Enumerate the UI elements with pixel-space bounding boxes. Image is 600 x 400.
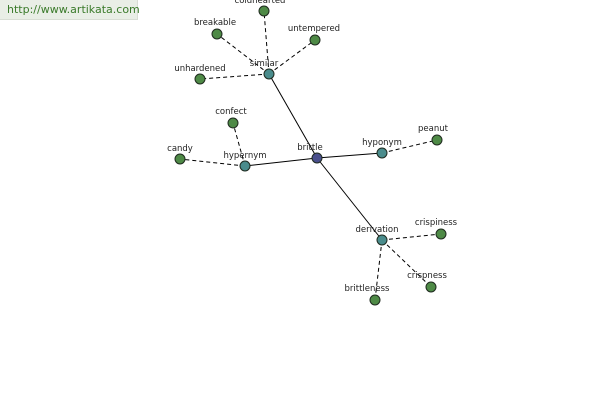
- node-brittle[interactable]: [311, 152, 323, 164]
- node-hypernym[interactable]: [239, 160, 251, 172]
- edge-hyponym-peanut: [381, 139, 438, 154]
- node-crispiness[interactable]: [435, 228, 447, 240]
- labels-layer: brittle similar hypernym hyponym derivation c…: [167, 0, 458, 294]
- node-label-hyponym[interactable]: hyponym: [362, 138, 402, 148]
- node-hyponym[interactable]: [376, 147, 388, 159]
- node-confect[interactable]: [227, 117, 239, 129]
- node-peanut[interactable]: [431, 134, 443, 146]
- node-label-untempered[interactable]: untempered: [288, 24, 340, 34]
- node-label-peanut[interactable]: peanut: [418, 124, 449, 134]
- edge-similar-breakable: [216, 33, 270, 75]
- node-label-confect[interactable]: confect: [215, 107, 247, 117]
- edge-hypernym-candy: [179, 158, 246, 167]
- node-brittleness[interactable]: [369, 294, 381, 306]
- node-label-candy[interactable]: candy: [167, 144, 193, 154]
- node-candy[interactable]: [174, 153, 186, 165]
- node-label-unhardened[interactable]: unhardened: [174, 64, 225, 74]
- node-label-coldhearted[interactable]: coldhearted: [235, 0, 286, 6]
- edge-similar-coldhearted: [263, 10, 270, 75]
- edge-derivation-brittleness: [374, 239, 383, 301]
- node-derivation[interactable]: [376, 234, 388, 246]
- edge-derivation-crispness: [381, 239, 432, 288]
- node-label-similar[interactable]: similar: [250, 59, 279, 69]
- edge-brittle-hyponym: [316, 152, 383, 159]
- node-label-brittle[interactable]: brittle: [297, 143, 323, 153]
- node-unhardened[interactable]: [194, 73, 206, 85]
- nodes-layer: [174, 5, 447, 306]
- edges-layer: [179, 10, 442, 301]
- edge-brittle-hypernym: [244, 157, 318, 167]
- node-coldhearted[interactable]: [258, 5, 270, 17]
- edge-similar-unhardened: [199, 73, 270, 80]
- node-breakable[interactable]: [211, 28, 223, 40]
- node-label-derivation[interactable]: derivation: [355, 225, 398, 235]
- node-label-hypernym[interactable]: hypernym: [223, 151, 266, 161]
- edge-derivation-crispiness: [381, 233, 442, 241]
- node-label-brittleness[interactable]: brittleness: [345, 284, 391, 294]
- node-label-breakable[interactable]: breakable: [194, 18, 236, 28]
- edge-brittle-derivation: [316, 157, 383, 241]
- node-untempered[interactable]: [309, 34, 321, 46]
- edge-brittle-similar: [268, 73, 318, 159]
- node-label-crispness[interactable]: crispness: [407, 271, 447, 281]
- site-url-link[interactable]: http://www.artikata.com: [0, 0, 140, 20]
- node-label-crispiness[interactable]: crispiness: [415, 218, 458, 228]
- node-similar[interactable]: [263, 68, 275, 80]
- node-crispness[interactable]: [425, 281, 437, 293]
- edge-similar-untempered: [268, 39, 316, 75]
- edge-hypernym-confect: [232, 122, 246, 167]
